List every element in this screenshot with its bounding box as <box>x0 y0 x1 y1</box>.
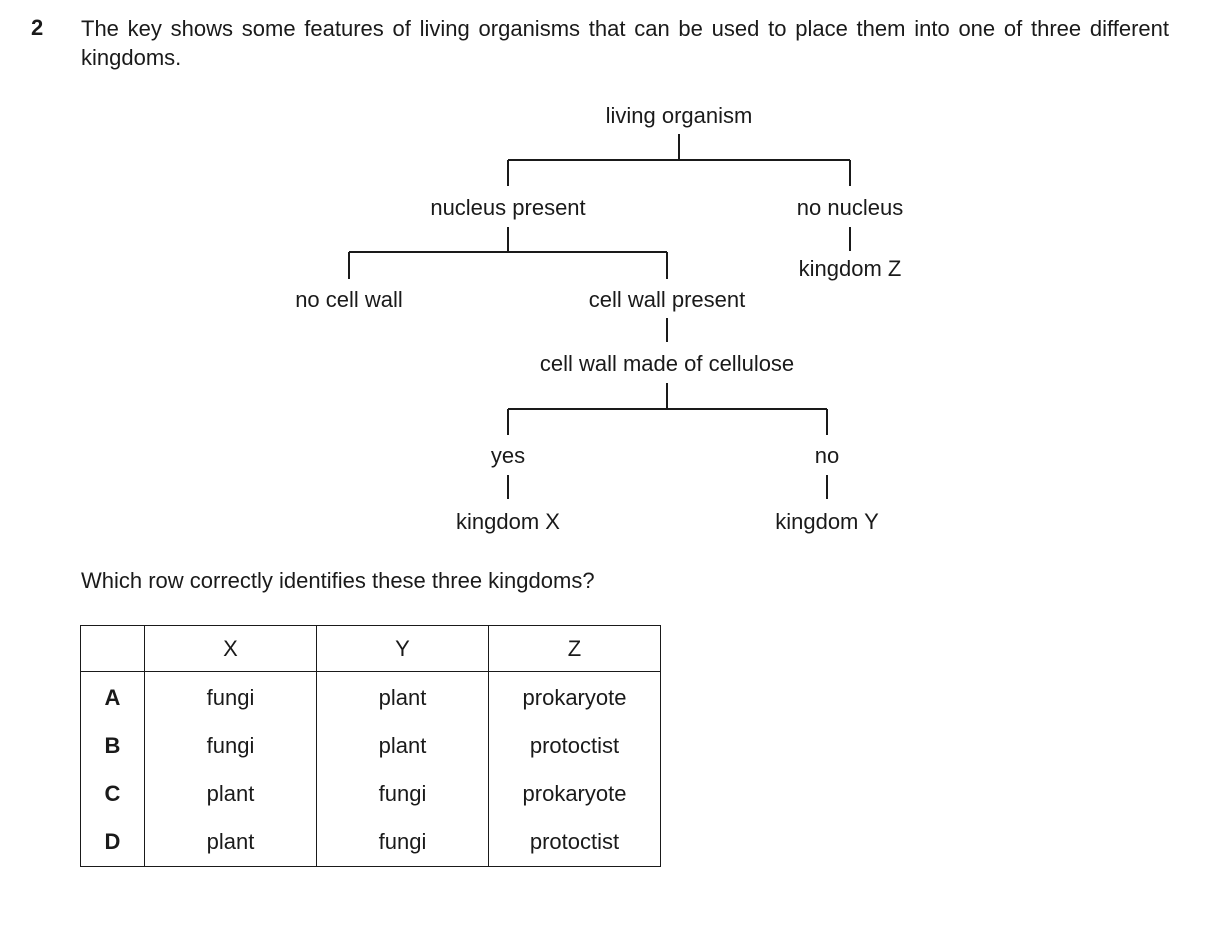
key-no-label: no <box>815 443 839 468</box>
cell-y: fungi <box>316 818 489 867</box>
header-cell-x: X <box>144 625 317 672</box>
option-letter: B <box>80 722 145 770</box>
key-root-label: living organism <box>606 103 753 128</box>
question-stem: The key shows some features of living or… <box>81 16 1169 70</box>
table-row[interactable]: A fungi plant prokaryote <box>80 671 661 722</box>
answer-table: X Y Z A fungi plant prokaryote B fungi p… <box>80 625 661 867</box>
table-row[interactable]: D plant fungi protoctist <box>80 818 661 867</box>
table-header-row: X Y Z <box>80 625 661 672</box>
cell-y: fungi <box>316 770 489 818</box>
key-no-nucleus-label: no nucleus <box>797 195 903 220</box>
question-number: 2 <box>31 15 44 40</box>
key-yes-label: yes <box>491 443 525 468</box>
cell-x: fungi <box>144 671 317 722</box>
table-row[interactable]: C plant fungi prokaryote <box>80 770 661 818</box>
header-cell-z: Z <box>488 625 661 672</box>
key-cell-wall-present-label: cell wall present <box>589 287 746 312</box>
key-kingdom-z-label: kingdom Z <box>799 256 902 281</box>
header-cell-y: Y <box>316 625 489 672</box>
question-prompt: Which row correctly identifies these thr… <box>81 568 595 593</box>
option-letter: C <box>80 770 145 818</box>
key-kingdom-x-label: kingdom X <box>456 509 560 534</box>
option-letter: D <box>80 818 145 867</box>
cell-x: plant <box>144 770 317 818</box>
cell-x: plant <box>144 818 317 867</box>
key-nucleus-present-label: nucleus present <box>430 195 585 220</box>
header-cell-option <box>80 625 145 672</box>
cell-x: fungi <box>144 722 317 770</box>
cell-z: prokaryote <box>488 671 661 722</box>
table-row[interactable]: B fungi plant protoctist <box>80 722 661 770</box>
cell-z: protoctist <box>488 722 661 770</box>
cell-y: plant <box>316 671 489 722</box>
key-no-cell-wall-label: no cell wall <box>295 287 403 312</box>
cell-y: plant <box>316 722 489 770</box>
key-cellulose-label: cell wall made of cellulose <box>540 351 794 376</box>
key-kingdom-y-label: kingdom Y <box>775 509 879 534</box>
classification-key: living organism nucleus present no nucle… <box>295 103 903 534</box>
cell-z: protoctist <box>488 818 661 867</box>
cell-z: prokaryote <box>488 770 661 818</box>
option-letter: A <box>80 671 145 722</box>
